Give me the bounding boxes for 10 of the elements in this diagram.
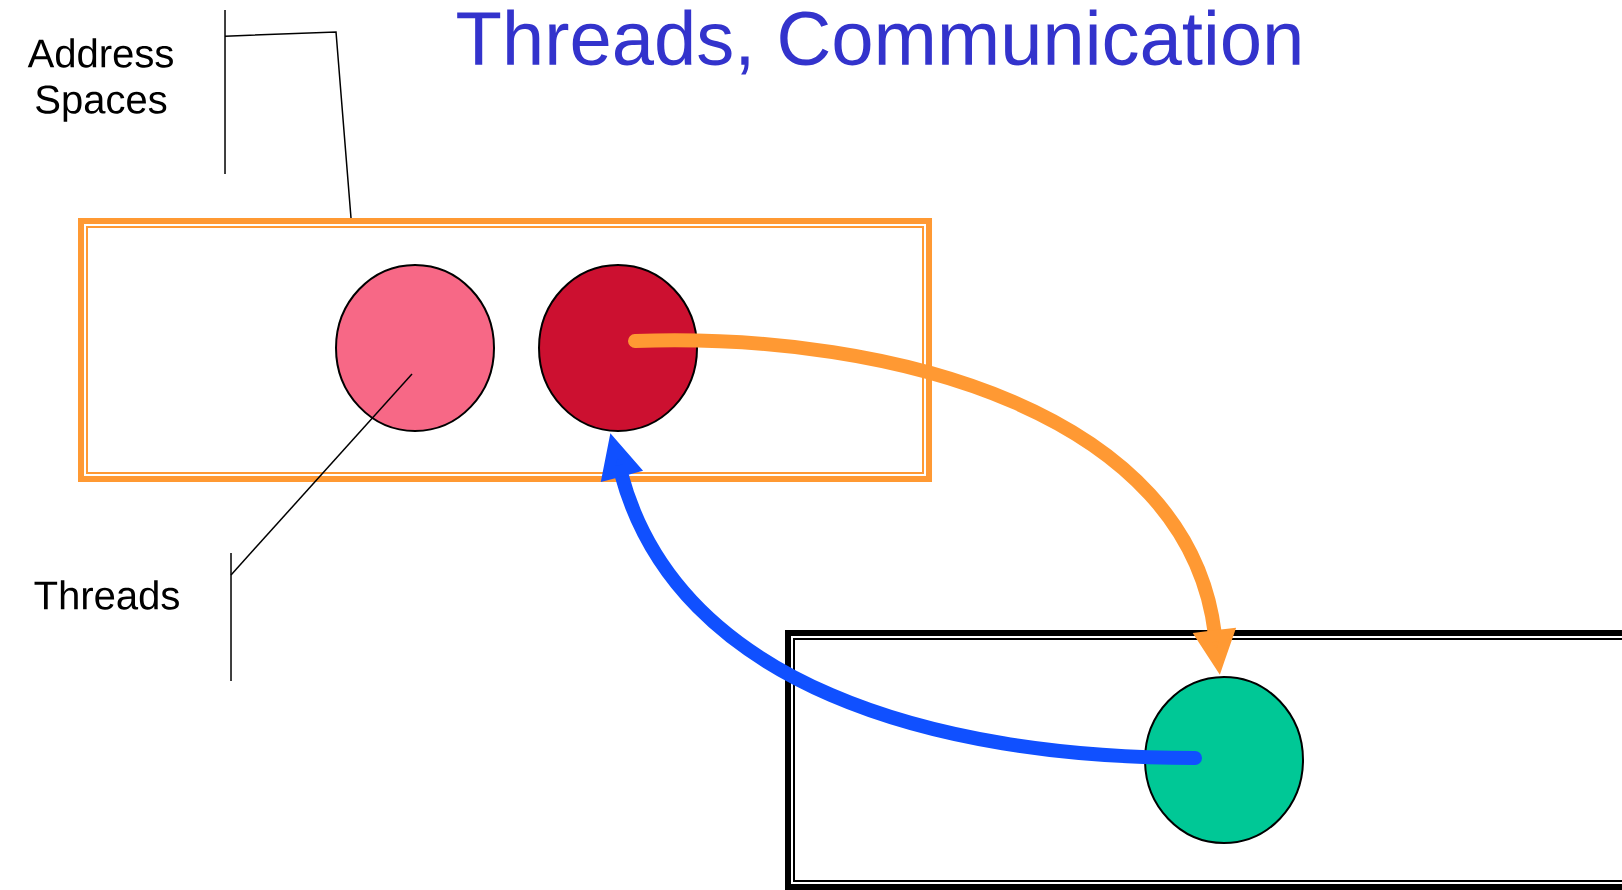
- label-text: Threads: [34, 580, 179, 610]
- double-border-box: [78, 218, 932, 482]
- double-border-box: [785, 630, 1622, 890]
- label-text: Address Spaces: [27, 38, 173, 122]
- title-text: Threads, Communication: [457, 9, 1300, 75]
- thread-circle: [335, 264, 495, 432]
- leader-line: [230, 373, 413, 576]
- leader-line: [224, 31, 352, 219]
- thread-circle: [1144, 676, 1304, 844]
- thread-circle: [538, 264, 698, 432]
